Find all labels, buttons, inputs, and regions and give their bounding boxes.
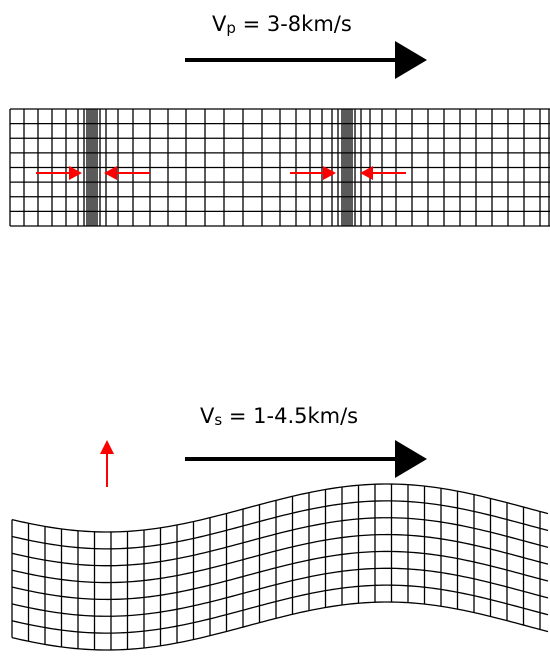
s-wave-speed: 1-4.5km/s xyxy=(253,404,358,428)
s-wave-particle-motion-arrow-icon xyxy=(100,440,114,487)
s-wave-direction-arrow xyxy=(185,440,427,478)
s-grid-row-line xyxy=(11,517,549,567)
s-grid-row-line xyxy=(11,550,549,601)
p-wave-velocity-label: Vp = 3-8km/s xyxy=(212,12,352,37)
p-wave-subscript: p xyxy=(226,19,236,37)
p-wave-symbol: V xyxy=(212,12,227,36)
compression-arrow-right-2-icon xyxy=(360,166,406,180)
s-grid-row-line xyxy=(11,500,549,550)
s-grid-row-line xyxy=(11,533,549,584)
s-wave-symbol: V xyxy=(200,404,215,428)
p-wave-speed: 3-8km/s xyxy=(267,12,352,36)
p-wave-compression-arrows xyxy=(36,166,406,180)
s-grid-row-line xyxy=(11,601,549,651)
p-wave-equals: = xyxy=(236,12,267,36)
s-wave-subscript: s xyxy=(214,411,222,429)
s-wave-equals: = xyxy=(222,404,253,428)
compression-arrow-left-2-icon xyxy=(290,166,336,180)
s-wave-shear-grid xyxy=(11,483,549,651)
s-wave-velocity-label: Vs = 1-4.5km/s xyxy=(200,404,358,429)
s-grid-row-line xyxy=(11,584,549,634)
s-grid-row-line xyxy=(11,567,549,617)
compression-arrow-left-1-icon xyxy=(36,166,82,180)
compression-arrow-right-1-icon xyxy=(104,166,150,180)
p-wave-compression-grid xyxy=(9,108,550,227)
p-wave-direction-arrow xyxy=(185,41,427,79)
s-grid-row-line xyxy=(11,483,549,533)
